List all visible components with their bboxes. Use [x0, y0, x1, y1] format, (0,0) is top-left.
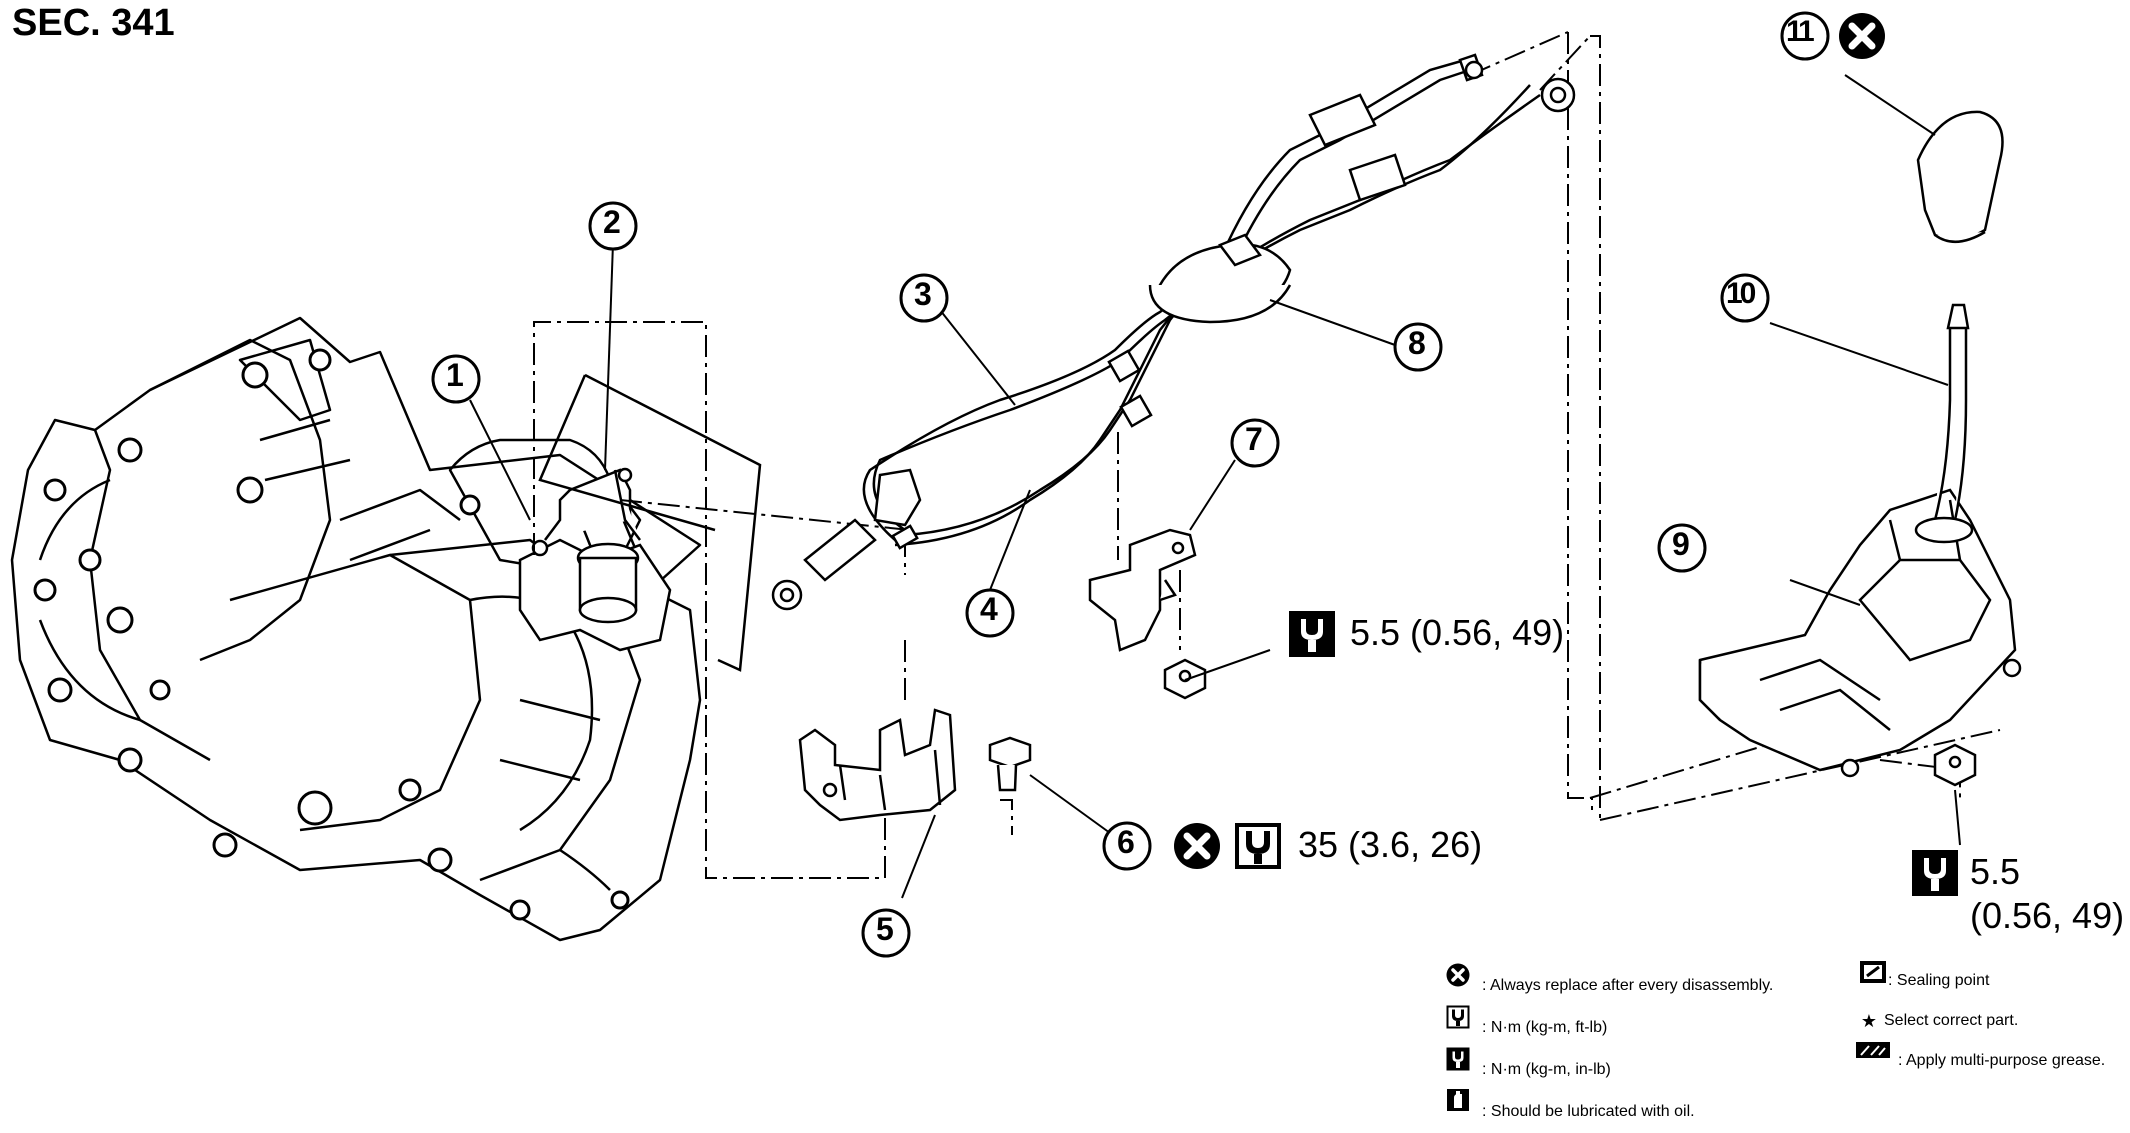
legend-grease: : Apply multi-purpose grease.: [1898, 1052, 2106, 1069]
cable-fittings: [771, 53, 1576, 611]
callout-label-3: 3: [914, 276, 932, 312]
nut-9: [1933, 743, 1977, 787]
callout-label-10: 10: [1726, 277, 1756, 310]
transaxle-bolt-holes: [33, 348, 630, 921]
callout-8: [1393, 322, 1443, 372]
callout-6: [1102, 821, 1152, 871]
transaxle-assembly: [10, 316, 702, 942]
legend-select: Select correct part.: [1884, 1012, 2019, 1029]
callout-1: [431, 354, 481, 404]
bolt-6: [988, 736, 1032, 792]
legend-right: : Sealing point ★ Select correct part. : …: [1861, 961, 2106, 1081]
legend-sealing: : Sealing point: [1888, 972, 1990, 989]
callout-11: [1780, 11, 1830, 61]
transaxle-shift-lever: [518, 468, 672, 652]
callout-9: [1657, 523, 1707, 573]
torque-value-6: 35 (3.6, 26): [1298, 824, 1483, 865]
torque-value-7: 5.5 (0.56, 49): [1350, 612, 1565, 653]
callout-10: [1720, 273, 1770, 323]
callout-3: [899, 273, 949, 323]
torque-inlb-icon-7: [1289, 611, 1335, 657]
replace-icon-6: [1174, 823, 1220, 869]
lever-plate: [538, 373, 762, 672]
control-device: [1698, 488, 2022, 778]
shift-lever: [1914, 303, 1974, 544]
callout-5: [861, 908, 911, 958]
section-title: SEC. 341: [12, 2, 175, 44]
legend-left: : Always replace after every disassembly…: [1482, 965, 1773, 1133]
star-icon: ★: [1860, 1010, 1878, 1031]
legend-icons: [1444, 961, 1890, 1111]
shift-knob: [1916, 110, 2004, 243]
callout-label-11: 11: [1786, 15, 1815, 48]
callout-7: [1230, 418, 1280, 468]
callout-label-7: 7: [1245, 421, 1263, 457]
torque-value-9-line1: 5.5: [1970, 851, 2021, 892]
callout-2: [588, 201, 638, 251]
torque-inlb-icon-9: [1912, 850, 1958, 896]
torque-ftlb-icon-6: [1235, 823, 1281, 869]
callout-label-2: 2: [603, 204, 621, 240]
legend-oil: : Should be lubricated with oil.: [1482, 1103, 1695, 1120]
callout-circles: [431, 11, 1830, 958]
legend-nm-inlb: : N·m (kg-m, in-lb): [1482, 1061, 1611, 1078]
legend-replace: : Always replace after every disassembly…: [1482, 977, 1774, 994]
callout-label-6: 6: [1117, 824, 1135, 860]
callout-label-4: 4: [980, 591, 998, 627]
callout-label-8: 8: [1408, 325, 1426, 361]
grommet: [1148, 233, 1292, 324]
callout-label-1: 1: [446, 357, 464, 393]
legend-nm-ftlb: : N·m (kg-m, ft-lb): [1482, 1019, 1608, 1036]
callout-label-9: 9: [1672, 526, 1690, 562]
leader-lines: [469, 74, 1961, 899]
bracket-lower: [798, 708, 957, 822]
replace-icon-11: [1839, 13, 1885, 59]
torque-value-9-line2: (0.56, 49): [1970, 895, 2125, 936]
callout-4: [965, 588, 1015, 638]
bracket-upper: [1088, 528, 1197, 652]
callout-label-5: 5: [876, 911, 894, 947]
